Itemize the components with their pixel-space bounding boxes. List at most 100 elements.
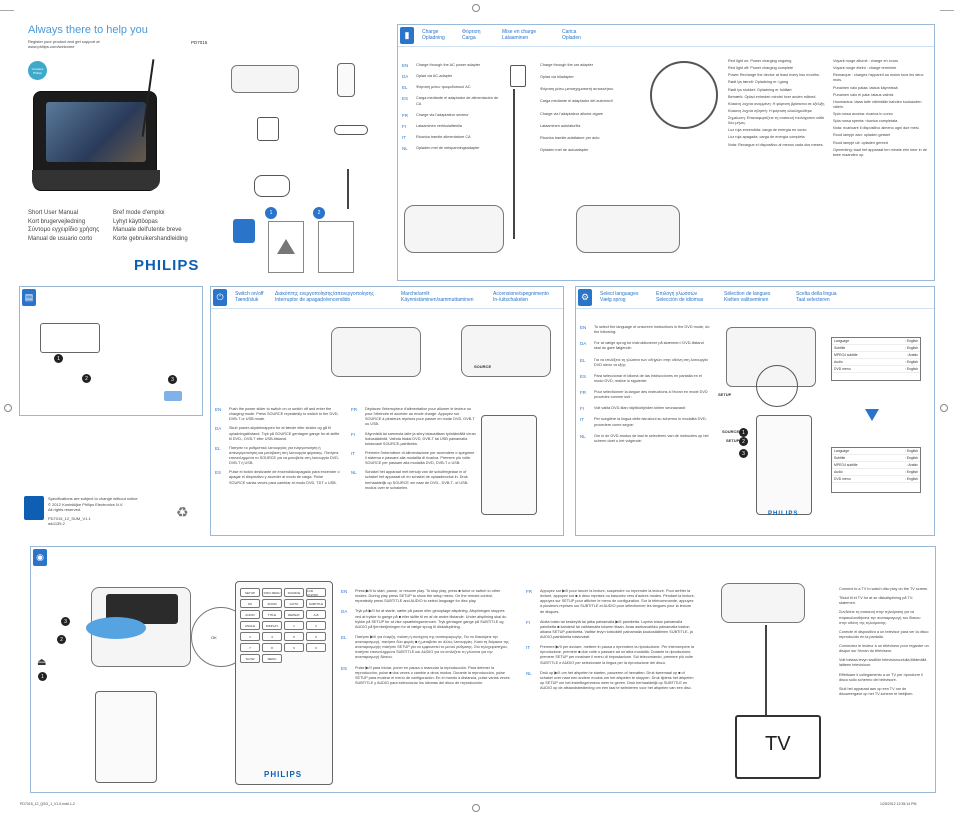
dpad-control[interactable] <box>756 365 798 407</box>
menu-key: Subtitle <box>834 456 846 460</box>
remote-button[interactable]: DISPLAY <box>262 621 282 630</box>
car-fr: Charge via l'adaptateur allume-cigare <box>540 111 603 116</box>
menu-value: : Arabic <box>906 463 918 467</box>
remote-button[interactable]: SETUP <box>240 588 260 597</box>
remote-button[interactable]: 0 <box>306 643 326 652</box>
menu-row[interactable]: DVD menu: English <box>832 366 920 373</box>
lang-it: Carica <box>562 29 577 35</box>
remote-button[interactable]: REPEAT <box>284 610 304 619</box>
instruction-text: Ricarica tramite alimentatore CA <box>416 134 471 139</box>
cover-register: Register your product and get support at <box>28 39 100 44</box>
lang-code: EN <box>341 589 348 594</box>
gear-icon: ⚙ <box>578 289 592 306</box>
badge-line-2: Philips <box>33 71 42 75</box>
remote-button[interactable]: SUBTITLE <box>306 599 326 608</box>
remote-button[interactable]: 1 <box>284 621 304 630</box>
crop-mark-bottom <box>472 804 480 812</box>
note-line: Bemærk: Oplad enheden mindst hver anden … <box>728 94 817 99</box>
instruction-text: Για να επιλέξετε τη γλώσσα των οδηγιών σ… <box>594 357 708 367</box>
manual-es: Manual de usuario corto <box>28 236 93 243</box>
spec-copyright: © 2012 Koninklijke Philips Electronics N… <box>48 502 124 507</box>
remote-button[interactable]: 7 <box>240 643 260 652</box>
remote-button[interactable]: A-B <box>306 610 326 619</box>
menu-key: Language <box>834 339 850 343</box>
menu-value: : English <box>904 449 918 453</box>
note-line: Σημείωση: Επαναφορτίζετε τη συσκευή τουλ… <box>728 116 825 126</box>
note-line: Rødt lys tændt: Opladning er i gang <box>728 80 788 85</box>
instruction-text: Pulse ▶/II para iniciar, poner en pausa … <box>355 665 510 685</box>
instruction-text: Pour sélectionner la langue des instruct… <box>594 390 708 400</box>
remote-button[interactable]: 6 <box>306 632 326 641</box>
remote-button[interactable]: GOTO <box>284 599 304 608</box>
menu-row[interactable]: MPEG4 subtitle: Arabic <box>832 462 920 469</box>
remote-button[interactable]: SOURCE <box>284 588 304 597</box>
remote-button[interactable]: 5 <box>284 632 304 641</box>
content-ac-adapter <box>257 117 279 141</box>
remote-button[interactable]: ANGLE <box>240 621 260 630</box>
charge-player-car <box>576 205 680 253</box>
remote-button[interactable]: LCD ON/OFF <box>306 588 326 597</box>
menu-row[interactable]: Subtitle: English <box>832 345 920 352</box>
remote-button[interactable]: 9 <box>284 643 304 652</box>
lang-fi: Kielten valitseminen <box>724 297 769 304</box>
lang-code: EL <box>402 85 408 91</box>
spec-rights: All rights reserved. <box>48 507 82 512</box>
lang-da: Opladning <box>422 35 445 42</box>
remote-button[interactable]: DISC MENU <box>262 588 282 597</box>
remote-button[interactable]: ZOOM <box>262 599 282 608</box>
note-line: Voyant rouge éteint : charge terminée <box>833 66 897 71</box>
manual-fr: Bref mode d'emploi <box>113 210 165 216</box>
lang-code: IT <box>351 450 355 456</box>
remote-button[interactable]: 4 <box>262 632 282 641</box>
remote-button[interactable]: SLOW <box>240 654 260 663</box>
lang-el: Φόρτιση <box>462 29 481 35</box>
menu-row[interactable]: Subtitle: English <box>832 455 920 462</box>
remote-button[interactable]: 8 <box>262 643 282 652</box>
spec-notice: Specifications are subject to change wit… <box>48 496 138 501</box>
instruction-text: Skub power-skydeknappen for at tænde ell… <box>229 426 340 441</box>
menu-row[interactable]: Language: English <box>832 448 920 455</box>
content-antenna <box>347 169 349 209</box>
cover-url: www.philips.com/welcome <box>28 44 75 49</box>
remote-button[interactable]: 2 <box>306 621 326 630</box>
lang-it: Scelta della lingua <box>796 291 837 297</box>
menu-row[interactable]: Audio: English <box>832 359 920 366</box>
philips-logo-big-remote: PHILIPS <box>264 770 303 779</box>
lang-code: FR <box>402 112 408 118</box>
lang-nl: Taal selecteren <box>796 297 830 304</box>
remote-button[interactable]: TITLE <box>262 610 282 619</box>
menu-value: : English <box>904 346 918 350</box>
note-line: Nota: ricaricare il dispositivo almeno o… <box>833 126 920 131</box>
instruction-text: Charge through the AC power adapter <box>416 63 481 67</box>
menu-row[interactable]: MPEG4 subtitle: Arabic <box>832 352 920 359</box>
menu-row[interactable]: Audio: English <box>832 469 920 476</box>
note-line: Συνδέστε τη συσκευή στην τηλεόραση για ν… <box>839 610 921 625</box>
remote-button[interactable]: MENU <box>262 654 282 663</box>
setup-label: SETUP <box>718 392 732 397</box>
menu-row[interactable]: Language: English <box>832 338 920 345</box>
remote-button[interactable]: 3 <box>240 632 260 641</box>
battery-install-panel: ▤ 1 2 3 <box>19 286 203 416</box>
remote-button[interactable]: AUDIO <box>240 610 260 619</box>
menu-row[interactable]: DVD menu: English <box>832 476 920 483</box>
remote-button[interactable]: OK <box>240 599 260 608</box>
lang-code: EN <box>402 63 409 68</box>
